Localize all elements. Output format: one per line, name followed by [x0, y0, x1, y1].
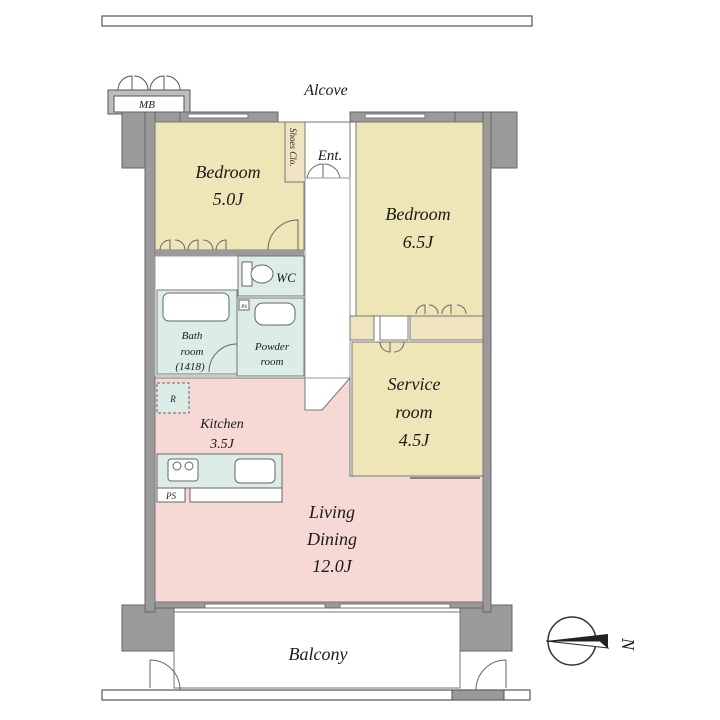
service-room-closet-door — [379, 341, 405, 353]
shoes-closet-label: Shoes Clo. — [288, 128, 298, 167]
compass-icon — [545, 616, 610, 666]
top-railing — [101, 15, 533, 27]
bathtub-icon — [162, 292, 230, 322]
balcony — [173, 611, 461, 689]
ps-small-label: PS — [240, 305, 247, 310]
bath-label-1: Bath — [182, 330, 203, 342]
bedroom-2-label: Bedroom — [385, 204, 450, 224]
toilet-icon — [241, 261, 274, 287]
bedroom-1-label: Bedroom — [195, 162, 260, 182]
bedroom-1 — [154, 121, 305, 251]
bath-label-2: room — [181, 346, 204, 358]
bedroom-2-closet — [349, 304, 484, 341]
kitchen-label: Kitchen — [199, 417, 244, 432]
mb-label: MB — [138, 99, 155, 111]
kitchen-counter — [156, 453, 283, 503]
balcony-label: Balcony — [289, 644, 348, 664]
meter-box — [107, 75, 191, 115]
bath-label-3: (1418) — [175, 361, 205, 373]
hallway — [304, 177, 351, 379]
service-label-1: Service — [388, 374, 441, 394]
service-room — [351, 341, 484, 477]
north-label: N — [618, 637, 638, 651]
sink-icon — [254, 302, 296, 326]
service-size: 4.5J — [399, 430, 431, 450]
balcony-door-right — [475, 659, 507, 691]
living-label: Living — [308, 502, 355, 522]
wc-label: WC — [276, 270, 296, 285]
alcove-label: Alcove — [303, 82, 348, 99]
refrigerator — [156, 382, 190, 414]
bedroom-1-size: 5.0J — [213, 189, 245, 209]
fridge-label: R — [169, 394, 176, 404]
living-size: 12.0J — [312, 556, 353, 576]
balcony-unit — [451, 689, 505, 701]
balcony-door-left — [149, 659, 181, 691]
kitchen-size: 3.5J — [209, 437, 235, 452]
ps-label: PS — [165, 491, 176, 501]
bedroom-2 — [355, 121, 484, 317]
service-label-2: room — [395, 402, 432, 422]
windows — [187, 113, 451, 609]
entrance-label: Ent. — [317, 148, 343, 164]
dining-label: Dining — [306, 529, 357, 549]
powder-label-2: room — [261, 356, 284, 368]
bedroom-2-size: 6.5J — [403, 232, 435, 252]
ps-small — [238, 299, 250, 311]
bottom-railing — [101, 689, 531, 701]
bath-door — [208, 343, 238, 373]
entrance — [304, 121, 351, 179]
living-dining-kitchen — [154, 376, 484, 603]
powder-label-1: Powder — [254, 341, 290, 353]
